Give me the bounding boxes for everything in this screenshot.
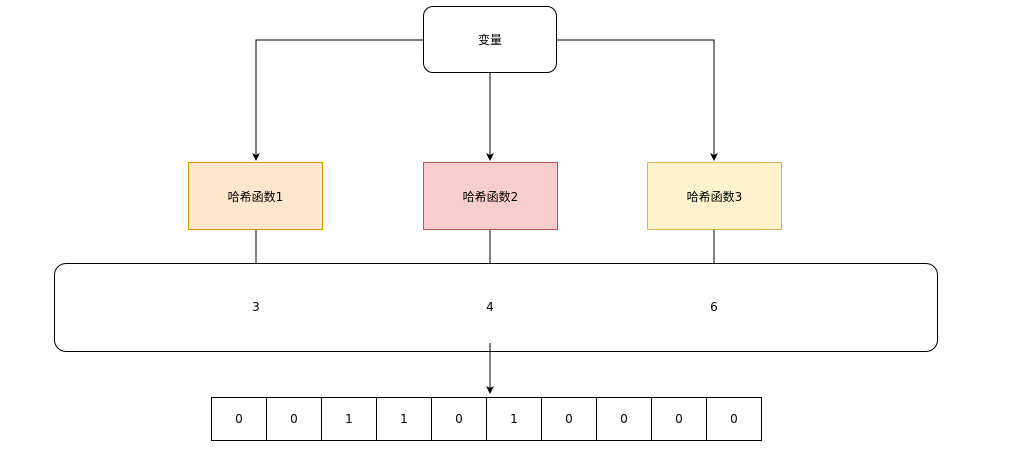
- bit-cell: 1: [486, 397, 542, 441]
- hash-function-1-node: 哈希函数1: [188, 162, 323, 230]
- variable-node: 变量: [423, 6, 557, 73]
- bit-cell: 1: [376, 397, 432, 441]
- bit-array: 0 0 1 1 0 1 0 0 0 0: [211, 397, 762, 441]
- bit-cell: 1: [321, 397, 377, 441]
- hash-function-3-node: 哈希函数3: [647, 162, 782, 230]
- hash-function-2-label: 哈希函数2: [462, 189, 519, 204]
- edge-variable-to-hash-1: [252, 39, 423, 161]
- index-value-1: 3: [252, 300, 260, 314]
- index-value-2: 4: [486, 300, 494, 314]
- bit-cell: 0: [431, 397, 487, 441]
- bit-cell: 0: [266, 397, 322, 441]
- hash-function-2-node: 哈希函数2: [423, 162, 558, 230]
- bit-cell: 0: [596, 397, 652, 441]
- edge-variable-to-hash-3: [557, 39, 718, 161]
- bit-cell: 0: [211, 397, 267, 441]
- bit-cell: 0: [651, 397, 707, 441]
- index-results-container: [54, 263, 938, 352]
- bit-cell: 0: [706, 397, 762, 441]
- hash-function-3-label: 哈希函数3: [686, 189, 743, 204]
- bit-cell: 0: [541, 397, 597, 441]
- index-value-3: 6: [710, 300, 718, 314]
- variable-label: 变量: [477, 33, 502, 47]
- hash-function-1-label: 哈希函数1: [227, 189, 284, 204]
